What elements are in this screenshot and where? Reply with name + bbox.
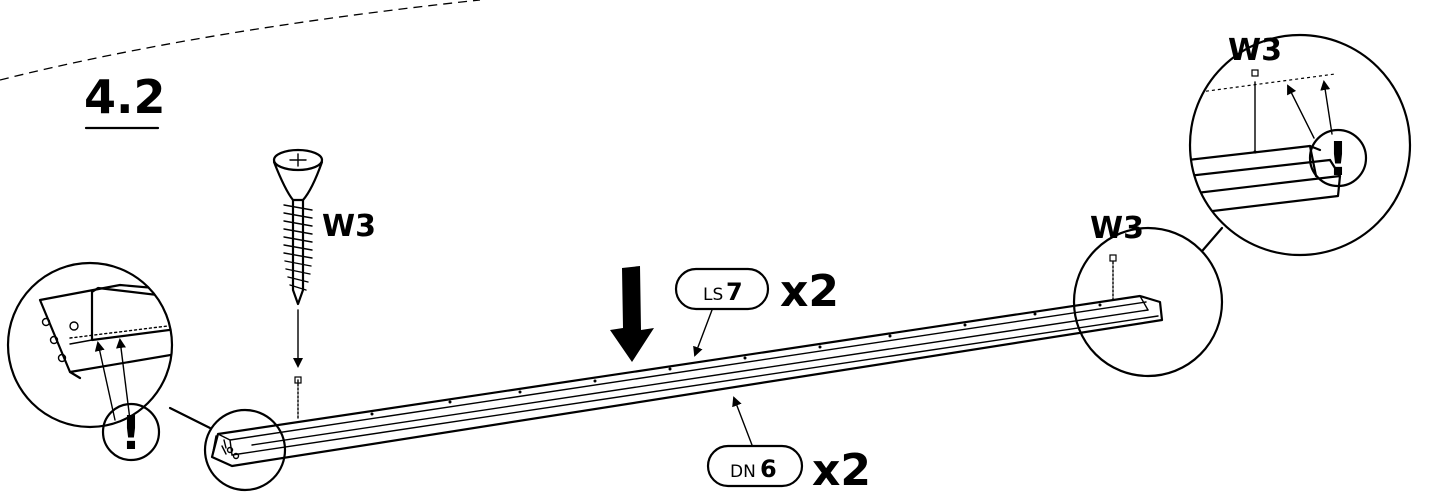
screw-w3-illustration [272,148,324,306]
warning-right-symbol: ! [1328,132,1349,186]
step-number-text: 4.2 [84,70,166,124]
part-tag-dn6: DN 6 x2 [706,396,871,494]
right-detail-zoom [1188,33,1412,257]
right-end-screw [1109,254,1117,303]
left-end-small-circle [203,408,287,492]
rail-assembly [210,294,1164,468]
part-dn6-prefix: DN [730,462,756,482]
part-dn6-number: 6 [760,455,777,483]
down-arrow-icon [610,266,654,362]
part-dn6-quantity: x2 [812,445,871,494]
page-fold-line [0,0,481,81]
rail-screw-left [293,309,303,421]
left-zoom-connector [168,406,212,430]
warning-left-symbol: ! [121,406,142,460]
part-ls7-prefix: LS [703,285,723,305]
right-end-mid-circle [1072,226,1224,378]
right-zoom-connector [1201,226,1224,252]
screw-w3-label: W3 [322,209,376,244]
part-tag-ls7: LS 7 x2 [674,266,839,357]
detail-screw-mini [1251,69,1259,77]
warning-icon-left: ! [101,402,161,462]
screw-w3-detail-label: W3 [1228,33,1282,68]
screw-w3-right-end-label: W3 [1090,211,1144,246]
rail-holes [370,303,1102,416]
step-number: 4.2 [84,70,166,130]
part-ls7-number: 7 [726,278,743,306]
warning-icon-right: ! [1308,128,1368,188]
part-ls7-quantity: x2 [780,266,839,317]
left-detail-zoom [6,261,174,429]
